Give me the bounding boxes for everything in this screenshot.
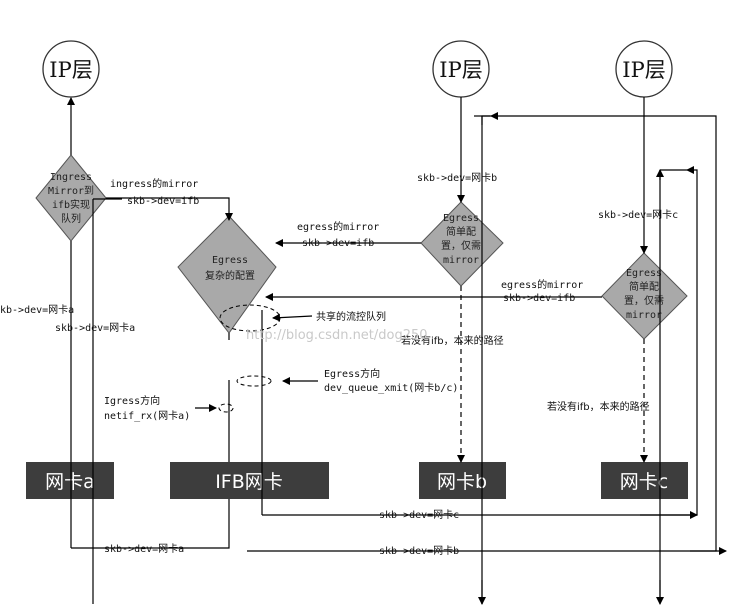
shared-queue-pointer [272, 313, 313, 322]
egress-complex-diamond: Egress 复杂的配置 [177, 215, 277, 334]
ingress-mirror-diamond: Ingress Mirror到 ifb实现 队列 [35, 154, 107, 242]
inner-loop-c [262, 169, 698, 516]
no-ifb-b-label: 若没有ifb，本来的路径 [401, 334, 504, 347]
egress-c-line-3: 置，仅需 [624, 295, 664, 307]
nic-b-box: 网卡b [419, 462, 506, 499]
netif-rx-label: netif_rx(网卡a) [104, 409, 190, 422]
skb-dev-a-bottom-label: skb->dev=网卡a [104, 542, 184, 555]
egress-complex-line-2: 复杂的配置 [205, 269, 255, 282]
watermark: http://blog.csdn.net/dog250 [246, 328, 428, 343]
ip-layer-label-2: IP层 [439, 58, 482, 82]
ingress-mirror-arrow [106, 197, 233, 221]
egress-c-line-4: mirror [626, 310, 662, 321]
egress-direction-label: Egress方向 [324, 367, 380, 380]
ingress-mirror-label: ingress的mirror [110, 177, 198, 190]
connectors [67, 97, 727, 605]
skb-dev-a-bottom-path [71, 499, 230, 549]
nic-a-label: 网卡a [45, 471, 95, 493]
skb-dev-c-bottom-label: skb->dev=网卡c [379, 508, 459, 521]
skb-dev-a-mid-label: skb->dev=网卡a [55, 321, 135, 334]
egress-b-line-2: 简单配 [446, 225, 476, 238]
ingress-queue-ellipse [218, 403, 234, 413]
no-ifb-c-label: 若没有ifb，本来的路径 [547, 400, 650, 413]
ip-layer-label-3: IP层 [622, 58, 665, 82]
dev-queue-xmit-label: dev_queue_xmit(网卡b/c) [324, 381, 458, 394]
ingress-diamond-line-3: ifb实现 [52, 198, 90, 211]
egress-c-line-2: 简单配 [629, 280, 659, 293]
nic-a-box: 网卡a [26, 462, 114, 499]
ingress-diamond-line-1: Ingress [50, 172, 92, 183]
ingress-dev-ifb-label: skb->dev=ifb [127, 196, 199, 207]
igress-direction-label: Igress方向 [104, 394, 160, 407]
ingress-diamond-line-4: 队列 [61, 212, 81, 225]
egress-mirror-c-label: egress的mirror [501, 278, 583, 291]
egress-dev-ifb-c-label: skb->dev=ifb [503, 293, 575, 304]
outer-loop-b [247, 115, 717, 604]
ingress-diamond-line-2: Mirror到 [48, 185, 94, 197]
shared-queue-ellipse [219, 304, 281, 332]
egress-b-line-4: mirror [443, 255, 479, 266]
ip-layer-node-1: IP层 [42, 40, 100, 98]
ip-layer-label-1: IP层 [49, 58, 92, 82]
shared-queue-label: 共享的流控队列 [316, 310, 386, 323]
egress-queue-ellipse [236, 375, 272, 387]
skb-dev-b-bottom-label: skb->dev=网卡b [379, 544, 459, 557]
nic-c-label: 网卡c [620, 471, 668, 493]
egress-c-diamond: Egress 简单配 置，仅需 mirror [601, 252, 688, 340]
ip-layer-node-2: IP层 [432, 40, 490, 98]
egress-c-line-1: Egress [626, 268, 662, 279]
egress-mirror-b-label: egress的mirror [297, 220, 379, 233]
nic-c-box: 网卡c [601, 462, 688, 499]
egress-b-line-3: 置，仅需 [441, 240, 481, 252]
egress-b-diamond: Egress 简单配 置，仅需 mirror [420, 201, 504, 287]
egress-b-line-1: Egress [443, 213, 479, 224]
ifb-nic-label: IFB网卡 [215, 471, 283, 493]
nic-b-label: 网卡b [437, 471, 487, 493]
ip-layer-node-3: IP层 [615, 40, 673, 98]
skb-dev-b-top-label: skb->dev=网卡b [417, 171, 497, 184]
queue-markers [218, 304, 281, 413]
skb-dev-a-left-label: kb->dev=网卡a [0, 303, 74, 316]
skb-dev-c-top-label: skb->dev=网卡c [598, 208, 678, 221]
egress-complex-line-1: Egress [212, 255, 248, 266]
ifb-nic-box: IFB网卡 [170, 462, 329, 499]
egress-dev-ifb-b-label: skb->dev=ifb [302, 238, 374, 249]
